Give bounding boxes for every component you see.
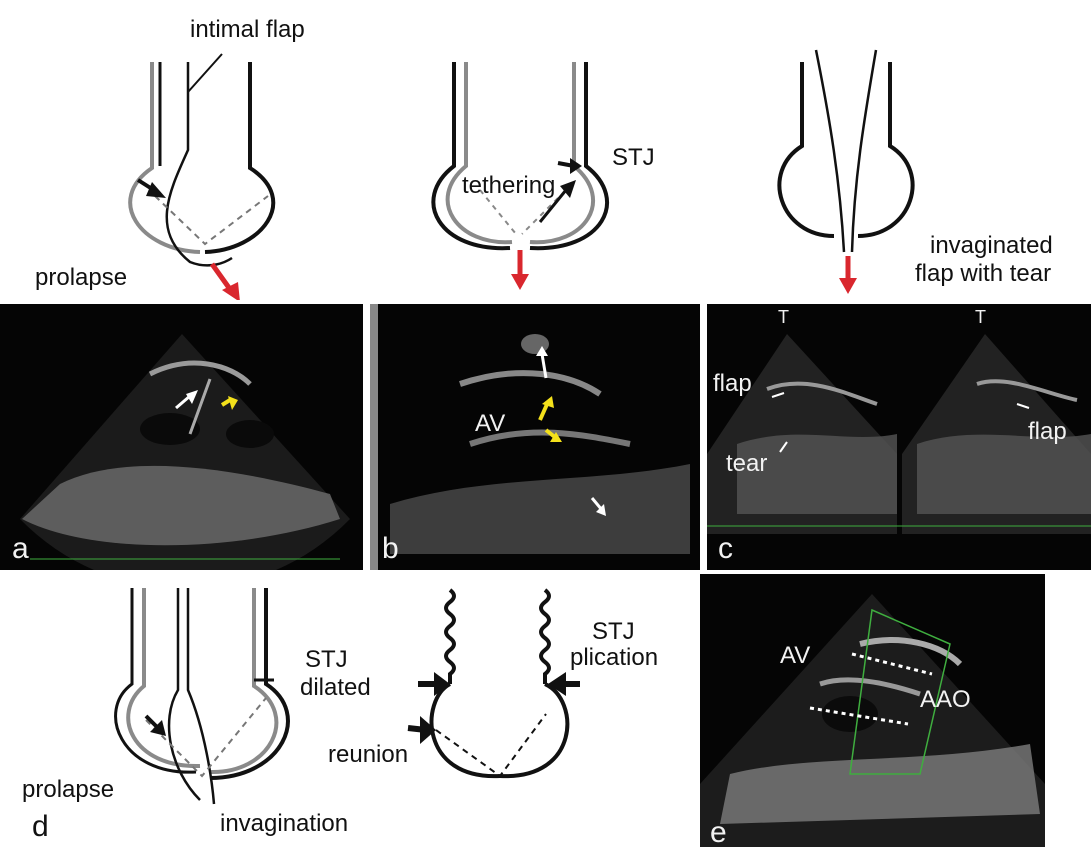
stj-label-top: STJ — [612, 146, 655, 170]
av-label-e: AV — [780, 644, 810, 668]
reunion-label: reunion — [328, 743, 408, 767]
invagination-label: invagination — [220, 812, 348, 836]
prolapse-label-d: prolapse — [22, 778, 114, 802]
stj-plication-label-2: plication — [570, 646, 658, 670]
flap-label-c-left: flap — [713, 372, 752, 396]
diagram-invaginated-flap — [760, 0, 920, 300]
stj-dilated-label-2: dilated — [300, 676, 371, 700]
stj-dilated-label-1: STJ — [305, 648, 348, 672]
invaginated-label-1: invaginated — [930, 234, 1053, 258]
av-label-b: AV — [475, 412, 505, 436]
diagram-stj-plication — [380, 580, 680, 847]
panel-letter-c: c — [718, 534, 733, 564]
monitor-marker-c-right: T — [975, 308, 986, 326]
prolapse-label-top: prolapse — [35, 266, 127, 290]
echo-panel-b — [370, 304, 700, 570]
diagram-stj-dilated — [0, 580, 380, 847]
tear-label-c: tear — [726, 452, 767, 476]
echo-panel-a — [0, 304, 363, 570]
intimal-flap-label: intimal flap — [190, 18, 305, 42]
stj-plication-label-1: STJ — [592, 620, 635, 644]
monitor-marker-c-left: T — [778, 308, 789, 326]
panel-letter-e: e — [710, 818, 727, 848]
tethering-label: tethering — [462, 174, 555, 198]
flap-label-c-right: flap — [1028, 420, 1067, 444]
echo-panel-e — [700, 574, 1045, 847]
invaginated-label-2: flap with tear — [915, 262, 1051, 286]
panel-letter-b: b — [382, 534, 399, 564]
panel-letter-a: a — [12, 534, 29, 564]
aao-label-e: AAO — [920, 688, 971, 712]
panel-letter-d: d — [32, 812, 49, 842]
diagram-flap-prolapse — [0, 0, 360, 300]
